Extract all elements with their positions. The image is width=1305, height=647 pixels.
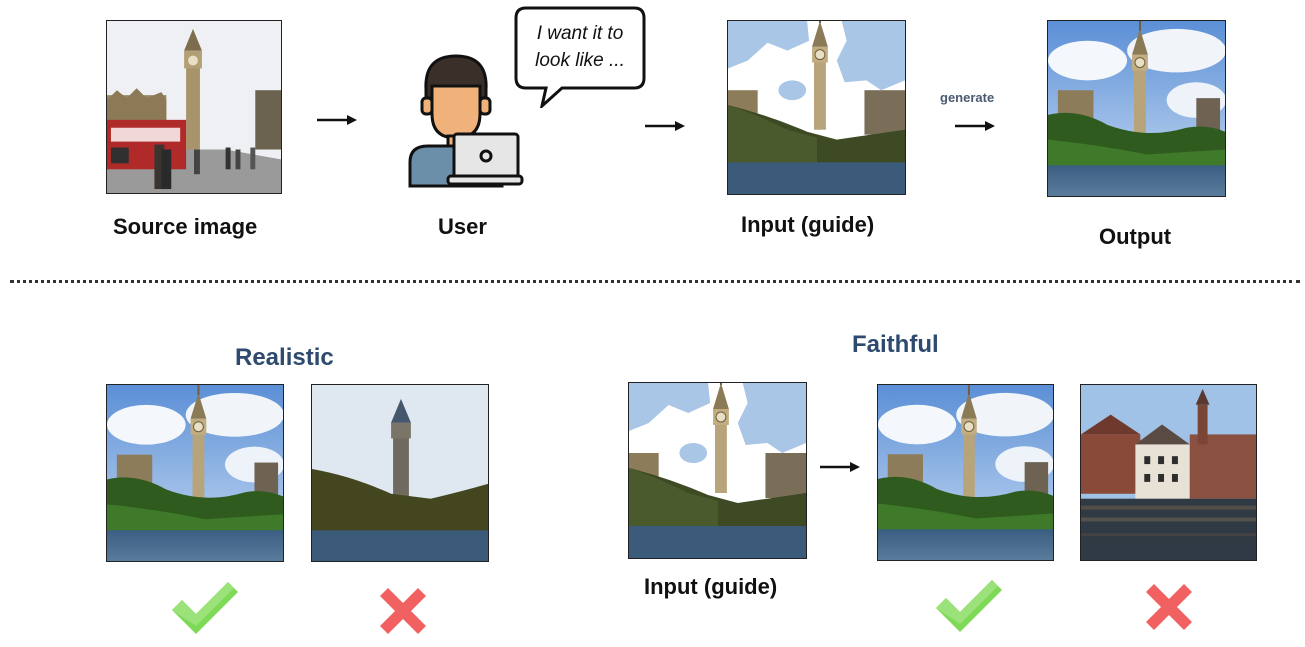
arrow-right-icon: [317, 115, 357, 125]
speech-text: I want it to look like ...: [535, 23, 625, 71]
input-guide-label: Input (guide): [741, 212, 875, 237]
user-with-laptop-icon: [408, 54, 524, 188]
arrow-right-icon: [955, 121, 995, 131]
arrow-right-icon: [820, 462, 860, 472]
user-label: User: [438, 214, 487, 239]
faithful-input-guide-label: Input (guide): [644, 574, 778, 599]
cross-icon: [380, 588, 426, 634]
cross-icon: [1146, 584, 1192, 630]
realistic-bad-image: [311, 384, 489, 562]
realistic-heading: Realistic: [235, 344, 334, 371]
faithful-heading: Faithful: [852, 331, 939, 358]
check-icon: [936, 580, 1002, 632]
generate-label: generate: [940, 90, 995, 105]
source-image-label: Source image: [113, 214, 258, 239]
source-image: [106, 20, 282, 194]
faithful-good-image: [877, 384, 1054, 561]
arrow-right-icon: [645, 121, 685, 131]
faithful-input-guide-image: [628, 382, 807, 559]
speech-bubble-icon: [514, 6, 646, 108]
check-icon: [172, 582, 238, 634]
realistic-good-image: [106, 384, 284, 562]
section-divider: [10, 280, 1300, 283]
input-guide-image: [727, 20, 906, 195]
output-image: [1047, 20, 1226, 197]
faithful-bad-image: [1080, 384, 1257, 561]
output-label: Output: [1099, 224, 1172, 249]
